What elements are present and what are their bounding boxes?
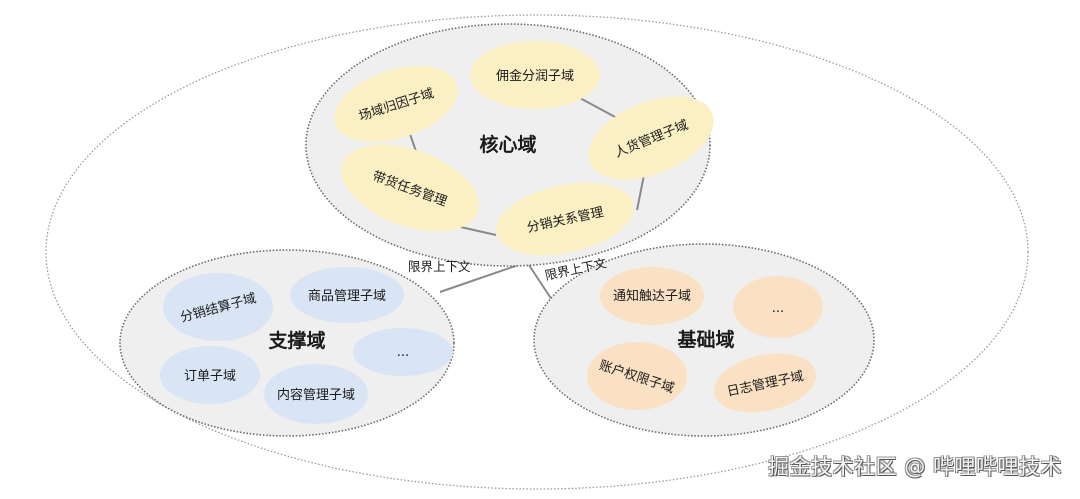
core-sub-commission: 佣金分润子域 bbox=[496, 68, 574, 84]
core-sub-bubble bbox=[341, 144, 479, 232]
support-domain: 分销结算子域 商品管理子域 ... 订单子域 内容管理子域 支撑域 bbox=[119, 249, 455, 437]
connector-core-base bbox=[526, 261, 553, 301]
outer-boundary bbox=[45, 14, 1029, 490]
base-sub-more: ... bbox=[772, 301, 784, 316]
base-sub-bubble bbox=[733, 276, 823, 338]
support-sub-bubble bbox=[353, 328, 453, 376]
support-sub-bubble bbox=[290, 267, 404, 323]
support-sub-order: 订单子域 bbox=[184, 369, 236, 384]
core-sub-bubble bbox=[334, 66, 458, 142]
core-link-1 bbox=[577, 96, 618, 119]
core-link-3 bbox=[455, 225, 497, 236]
bounded-context-label-left: 限界上下文 bbox=[408, 259, 471, 274]
support-sub-content: 内容管理子域 bbox=[277, 387, 355, 403]
base-sub-bubble bbox=[587, 342, 687, 410]
core-sub-bubble bbox=[588, 96, 714, 180]
base-sub-notify: 通知触达子域 bbox=[613, 288, 691, 304]
core-domain-title: 核心域 bbox=[479, 133, 536, 156]
base-domain-title: 基础域 bbox=[676, 328, 734, 351]
watermark: 掘金技术社区 @ 哔哩哔哩技术 bbox=[768, 455, 1062, 479]
base-sub-bubble bbox=[713, 353, 817, 413]
support-sub-bubble bbox=[264, 364, 368, 424]
support-domain-title: 支撑域 bbox=[267, 329, 325, 352]
core-sub-bubble bbox=[470, 41, 600, 109]
support-sub-bubble bbox=[160, 346, 260, 404]
connector-core-support bbox=[439, 261, 528, 293]
support-sub-goods: 商品管理子域 bbox=[308, 289, 386, 304]
base-domain: 通知触达子域 ... 账户权限子域 日志管理子域 基础域 bbox=[533, 243, 875, 437]
core-sub-bubble bbox=[496, 182, 634, 256]
base-sub-bubble bbox=[600, 267, 704, 325]
support-sub-bubble bbox=[163, 273, 273, 341]
support-sub-more: ... bbox=[397, 345, 409, 360]
core-domain: 佣金分润子域 场域归因子域 人货管理子域 带货任务管理 分销关系管理 核心域 bbox=[305, 23, 714, 267]
